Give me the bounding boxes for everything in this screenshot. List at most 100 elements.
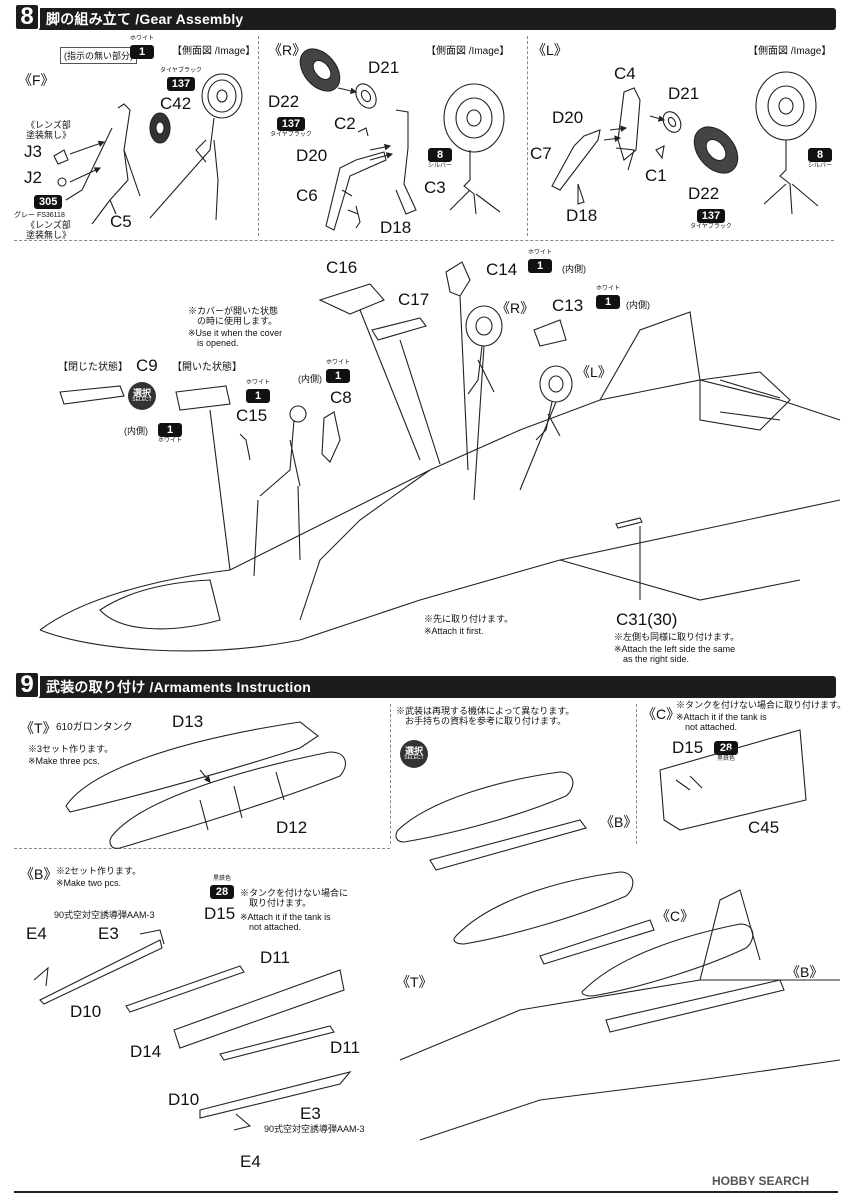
part-d21-l: D21: [668, 84, 700, 103]
paint-28-b: 黒鉄色 28: [210, 876, 234, 900]
part-j2: J2: [24, 168, 42, 187]
missile-2: 90式空対空誘導弾AAM-3: [264, 1124, 365, 1134]
part-c5: C5: [110, 212, 132, 231]
watermark: HOBBY SEARCH: [712, 1174, 810, 1188]
gray-label: グレー FS36118: [14, 212, 65, 219]
side-t-tank: 《T》: [20, 720, 57, 736]
paint-c9: 1 ホワイト: [158, 423, 183, 444]
part-e4: E4: [26, 924, 47, 943]
lens-note-1: 《レンズ部 塗装無し》: [26, 120, 72, 141]
part-d10b: D10: [168, 1090, 200, 1109]
c13-inner: (内側): [626, 300, 650, 310]
part-c4-l: C4: [614, 64, 636, 83]
part-d15-c: D15: [672, 738, 704, 757]
part-d22-r: D22: [268, 92, 300, 111]
l-gear-drawing: [551, 71, 819, 215]
part-c8: C8: [330, 388, 352, 407]
panel-divider: [14, 848, 390, 849]
paint-8-r: 8 シルバー: [428, 148, 453, 169]
tank-note-en: ※Make three pcs.: [28, 756, 100, 766]
paint-c15: ホワイト 1: [246, 380, 271, 403]
c8-inner: (内側): [298, 374, 322, 384]
part-c45: C45: [748, 818, 780, 837]
paint-c14: ホワイト 1: [528, 250, 553, 273]
paint-305: 305: [34, 192, 63, 210]
part-d21-r: D21: [368, 58, 400, 77]
b-note-en: ※Make two pcs.: [56, 878, 122, 888]
c9-inner: (内側): [124, 426, 148, 436]
step-9-title: 武装の取り付け /Armaments Instruction: [46, 679, 312, 695]
tank-drawing: [65, 721, 346, 849]
part-d13: D13: [172, 712, 204, 731]
part-c42: C42: [160, 94, 192, 113]
part-c13: C13: [552, 296, 584, 315]
part-c15: C15: [236, 406, 268, 425]
attach-first-en: ※Attach it first.: [424, 626, 484, 636]
side-label-l: 《L》: [532, 42, 568, 58]
tank-name: 610ガロンタンク: [56, 722, 133, 733]
closed-label: 【閉じた状態】: [58, 362, 128, 373]
f-gear-drawing: [53, 73, 243, 225]
note-paint: ホワイト 1: [130, 36, 155, 59]
paint-c8: ホワイト 1: [326, 360, 351, 383]
panel-divider: [636, 704, 637, 844]
left-same-en: ※Attach the left side the same as the ri…: [614, 644, 736, 665]
step-9-header: 9 武装の取り付け /Armaments Instruction: [14, 671, 836, 699]
fuselage-drawing: [39, 261, 841, 652]
side-b-panel: 《B》: [20, 866, 58, 882]
c14-inner: (内側): [562, 264, 586, 274]
missile-1: 90式空対空誘導弾AAM-3: [54, 910, 155, 920]
step-8-number: 8: [14, 3, 40, 31]
side-label-f: 《F》: [18, 72, 55, 88]
part-d18-r: D18: [380, 218, 412, 237]
cover-note-jp: ※カバーが開いた状態 の時に使用します。: [188, 306, 279, 327]
side-c-panel: 《C》: [642, 706, 681, 722]
paint-c13: ホワイト 1: [596, 286, 621, 309]
r-gear-drawing: [299, 48, 505, 231]
view-label-f: 【側面図 /Image】: [172, 46, 256, 57]
opened-label: 【開いた状態】: [172, 362, 242, 373]
arm-note-jp: ※武装は再現する機体によって異なります。 お手持ちの資料を参考に取り付けます。: [396, 706, 575, 727]
paint-28-c: 28 黒鉄色: [714, 738, 738, 762]
part-c31: C31(30): [616, 610, 678, 629]
part-c14: C14: [486, 260, 518, 279]
part-e3: E3: [98, 924, 119, 943]
part-c17: C17: [398, 290, 430, 309]
side-label-r: 《R》: [268, 42, 307, 58]
paint-8-l: 8 シルバー: [808, 148, 833, 169]
part-c7-l: C7: [530, 144, 552, 163]
part-c16: C16: [326, 258, 358, 277]
part-d14: D14: [130, 1042, 162, 1061]
panel-divider: [14, 240, 834, 241]
side-b2-right: 《B》: [786, 964, 824, 980]
b-tank-note-jp: ※タンクを付けない場合に 取り付けます。: [240, 888, 349, 909]
view-label-l: 【側面図 /Image】: [748, 46, 832, 57]
armament-drawing: [395, 729, 841, 1141]
part-d12: D12: [276, 818, 308, 837]
part-d20-l: D20: [552, 108, 584, 127]
cover-note-en: ※Use it when the cover is opened.: [188, 328, 283, 349]
tank-note-jp: ※3セット作ります。: [28, 744, 114, 754]
panel-divider: [390, 704, 391, 844]
side-r-lower: 《R》: [496, 300, 535, 316]
lens-note-2: 《レンズ部 塗装無し》: [26, 220, 72, 241]
left-same-jp: ※左側も同様に取り付けます。: [614, 632, 740, 642]
panel-divider: [527, 36, 528, 236]
b-pylon-drawing: [33, 929, 352, 1131]
side-b-right: 《B》: [600, 814, 638, 830]
c-note-en: ※Attach it if the tank is not attached.: [676, 712, 767, 733]
part-c9: C9: [136, 356, 158, 375]
part-e4b: E4: [240, 1152, 261, 1171]
part-d11: D11: [260, 948, 290, 967]
part-d11b: D11: [330, 1038, 360, 1057]
step-8-header: 8 脚の組み立て /Gear Assembly: [14, 3, 836, 31]
part-d10: D10: [70, 1002, 102, 1021]
side-c-right: 《C》: [656, 908, 695, 924]
view-label-r: 【側面図 /Image】: [426, 46, 510, 57]
side-l-lower: 《L》: [576, 364, 612, 380]
b-tank-note-en: ※Attach it if the tank is not attached.: [240, 912, 331, 933]
part-e3b: E3: [300, 1104, 321, 1123]
part-d18-l: D18: [566, 206, 598, 225]
